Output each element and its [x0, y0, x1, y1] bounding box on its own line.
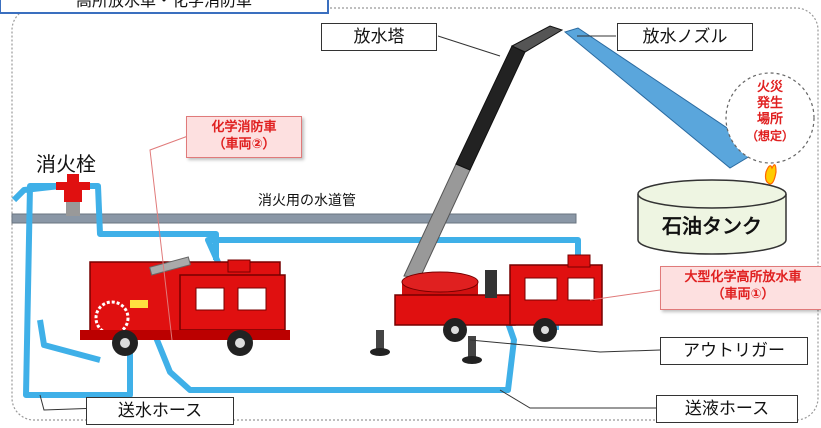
aerial-truck-icon	[370, 25, 603, 364]
tower-label: 放水塔	[321, 23, 437, 51]
page-title-text: 高所放水車・化学消防車	[75, 0, 252, 10]
nozzle-label: 放水ノズル	[617, 23, 753, 51]
aerial-truck-id: （車両①）	[711, 287, 775, 302]
aerial-truck-label: 大型化学高所放水車 （車両①）	[660, 266, 821, 310]
leader-lines	[39, 35, 661, 411]
hydrant-icon	[56, 174, 90, 216]
chem-truck-name: 化学消防車	[211, 120, 277, 135]
water-hose-path-3	[11, 183, 61, 203]
fire-location-circle	[725, 72, 815, 164]
oil-tank-icon	[637, 179, 787, 255]
fire-line-3: 場所	[756, 112, 783, 127]
outrigger-label: アウトリガー	[660, 337, 808, 365]
chem-truck-label: 化学消防車 （車両②）	[186, 116, 302, 158]
oil-tank-label: 石油タンク	[662, 214, 762, 238]
fire-location-label: 火災 発生 場所 （想定）	[738, 80, 802, 144]
fire-line-4: （想定）	[745, 129, 794, 143]
page-title: 高所放水車・化学消防車	[0, 0, 329, 14]
hydrant-label: 消火栓	[36, 152, 96, 176]
fire-line-2: 発生	[756, 96, 783, 111]
liquid-hose-path-2	[152, 299, 517, 393]
chem-truck-id: （車両②）	[212, 137, 276, 152]
water-main-label: 消火用の水道管	[258, 193, 356, 209]
fire-line-1: 火災	[756, 80, 783, 95]
fire-flame-icon	[764, 164, 777, 185]
chem-truck-icon	[80, 256, 290, 356]
dashed-frame	[11, 7, 819, 421]
aerial-truck-name: 大型化学高所放水車	[684, 270, 802, 285]
liquid-hose-label: 送液ホース	[656, 395, 798, 423]
water-hose-label: 送水ホース	[86, 397, 234, 425]
water-main-pipe	[11, 213, 577, 224]
water-hose-path-4	[37, 319, 101, 363]
